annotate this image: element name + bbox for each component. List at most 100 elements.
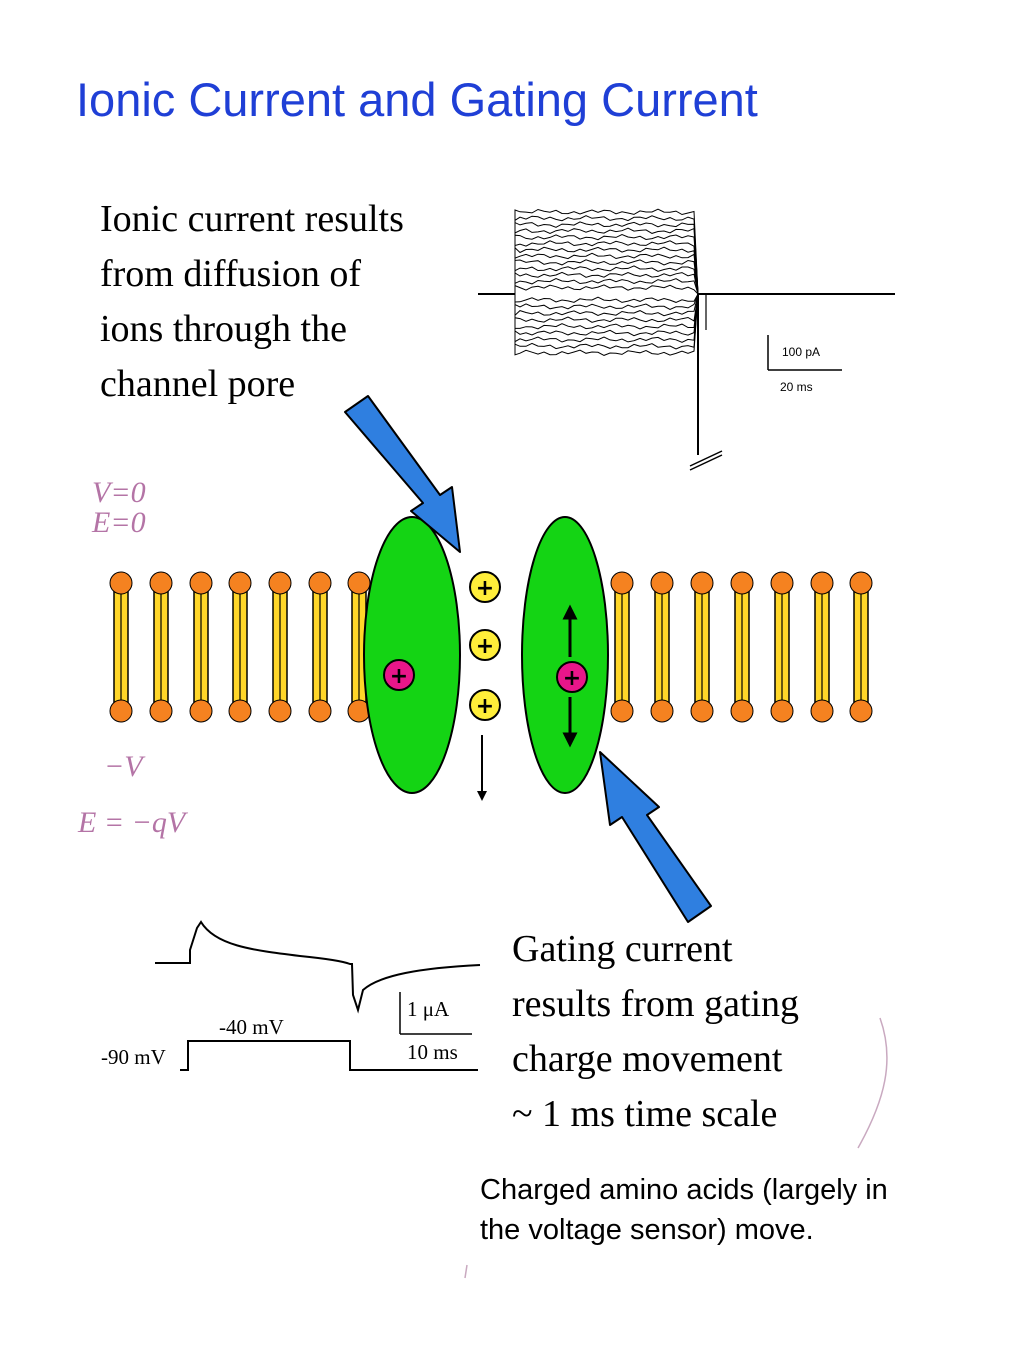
ionic-text-line: channel pore	[100, 363, 296, 405]
lipid-head-bottom	[849, 699, 873, 723]
ionic-text-line: from diffusion of	[100, 253, 362, 295]
lipid-molecule	[849, 571, 873, 723]
ionic-current-description: Ionic current results from diffusion of …	[100, 192, 404, 412]
gating-text-line: ~ 1 ms time scale	[512, 1093, 778, 1135]
ionic-trace	[514, 293, 699, 317]
lipid-head-top	[268, 571, 292, 595]
ionic-scale-time: 20 ms	[780, 380, 813, 394]
handwritten-minus-v: −V	[104, 750, 143, 783]
ionic-trace	[514, 277, 699, 295]
ion-sign: +	[476, 634, 494, 659]
page-title: Ionic Current and Gating Current	[76, 73, 758, 126]
lipid-molecule	[228, 571, 252, 723]
channel-protein-left	[363, 516, 461, 794]
membrane-left	[109, 571, 371, 723]
ionic-trace	[514, 293, 699, 343]
lipid-molecule	[770, 571, 794, 723]
lipid-head-bottom	[770, 699, 794, 723]
note-line: the voltage sensor) move.	[480, 1214, 814, 1246]
lipid-head-bottom	[690, 699, 714, 723]
lipid-head-top	[189, 571, 213, 595]
ionic-text-line: ions through the	[100, 308, 347, 350]
ionic-trace	[514, 215, 699, 295]
note-line: Charged amino acids (largely in	[480, 1174, 888, 1206]
lipid-molecule	[189, 571, 213, 723]
ionic-trace	[514, 265, 699, 295]
ion-1: +	[469, 571, 501, 603]
lipid-head-top	[228, 571, 252, 595]
ionic-current-traces: 100 pA 20 ms	[478, 208, 895, 471]
lipid-head-bottom	[149, 699, 173, 723]
handwritten-energy: E = −qV	[78, 806, 186, 839]
ionic-scale-current: 100 pA	[782, 345, 820, 359]
lipid-head-top	[149, 571, 173, 595]
gating-text-line: Gating current	[512, 928, 733, 970]
gating-charge-right: +	[556, 661, 588, 693]
ionic-trace-family	[514, 208, 699, 356]
lipid-head-top	[849, 571, 873, 595]
lipid-head-bottom	[109, 699, 133, 723]
ionic-trace	[514, 293, 699, 323]
lipid-molecule	[268, 571, 292, 723]
lipid-head-top	[730, 571, 754, 595]
channel-protein-right	[521, 516, 609, 794]
ionic-pointer-arrow	[344, 395, 461, 553]
lipid-head-bottom	[189, 699, 213, 723]
ionic-trace	[514, 240, 699, 295]
handwritten-bracket	[857, 1017, 888, 1149]
ion-sign: +	[476, 694, 494, 719]
gating-scale-time: 10 ms	[407, 1040, 458, 1064]
amino-acid-note: Charged amino acids (largely in the volt…	[480, 1170, 888, 1250]
lipid-molecule	[810, 571, 834, 723]
ionic-trace	[514, 271, 699, 295]
ion-3: +	[469, 689, 501, 721]
ionic-trace	[514, 293, 699, 303]
gating-text-line: results from gating	[512, 983, 800, 1025]
lipid-head-bottom	[730, 699, 754, 723]
gating-pointer-arrow	[599, 751, 712, 923]
charge-sign: +	[563, 666, 581, 691]
ionic-trace	[514, 293, 699, 356]
gating-current-description: Gating current results from gating charg…	[512, 922, 799, 1142]
voltage-step-protocol	[180, 1040, 478, 1071]
ionic-trace	[514, 293, 699, 310]
trace-break-mark	[689, 450, 723, 467]
lipid-head-top	[810, 571, 834, 595]
lipid-head-bottom	[308, 699, 332, 723]
handwritten-v-zero: V=0	[92, 476, 146, 509]
lipid-head-top	[650, 571, 674, 595]
ionic-text-line: Ionic current results	[100, 198, 404, 240]
lipid-head-top	[690, 571, 714, 595]
holding-voltage-label: -90 mV	[101, 1045, 166, 1069]
lipid-molecule	[610, 571, 634, 723]
lipid-head-bottom	[228, 699, 252, 723]
ionic-trace	[514, 293, 699, 330]
ionic-trace	[514, 208, 699, 295]
step-voltage-label: -40 mV	[219, 1015, 284, 1039]
ion-sign: +	[476, 576, 494, 601]
lipid-head-top	[610, 571, 634, 595]
lipid-head-top	[308, 571, 332, 595]
lipid-head-top	[347, 571, 371, 595]
gating-current-trace	[155, 920, 481, 1014]
gating-charge-left: +	[383, 659, 415, 691]
lipid-head-bottom	[610, 699, 634, 723]
ionic-trace	[514, 227, 699, 295]
ionic-trace	[514, 293, 699, 350]
membrane-right	[610, 571, 873, 723]
lipid-head-top	[109, 571, 133, 595]
lipid-head-bottom	[650, 699, 674, 723]
lipid-head-bottom	[810, 699, 834, 723]
lipid-molecule	[347, 571, 371, 723]
lipid-head-top	[770, 571, 794, 595]
lipid-molecule	[308, 571, 332, 723]
ionic-trace	[514, 246, 699, 295]
handwritten-e-zero: E=0	[92, 506, 146, 539]
lipid-molecule	[650, 571, 674, 723]
ionic-trace	[514, 284, 699, 295]
gating-text-line: charge movement	[512, 1038, 783, 1080]
ionic-trace	[514, 252, 699, 295]
ionic-trace	[514, 221, 699, 295]
trace-break-mark	[689, 454, 723, 471]
